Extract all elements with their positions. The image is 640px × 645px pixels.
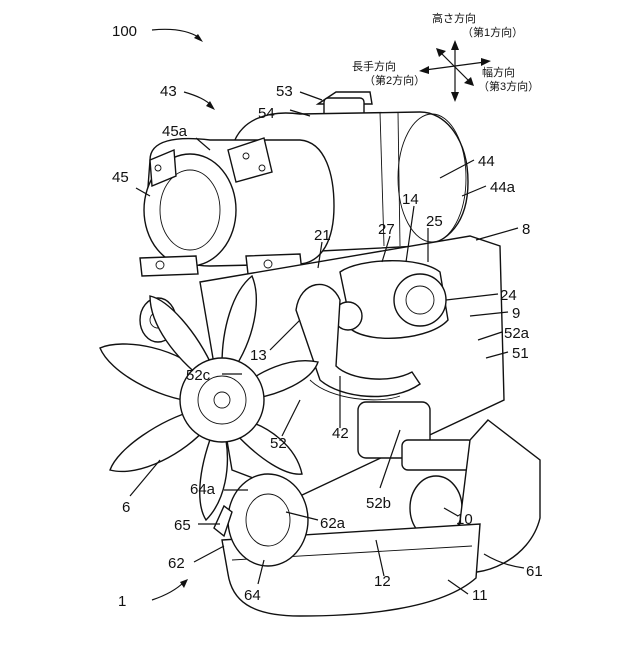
axis-vertical-label: 高さ方向 (432, 11, 476, 25)
ref-64a: 64a (190, 481, 216, 498)
axis-lateral-sub: （第3方向） (478, 79, 539, 93)
ref-25: 25 (426, 213, 443, 230)
ref-14: 14 (402, 191, 419, 208)
ref-27: 27 (378, 221, 395, 238)
ref-8: 8 (522, 221, 530, 238)
ref-1: 1 (118, 593, 126, 610)
axis-longitudinal-label: 長手方向 (352, 59, 396, 73)
ref-52b: 52b (366, 495, 391, 512)
ref-100: 100 (112, 23, 137, 40)
ref-44a: 44a (490, 179, 516, 196)
ref-53: 53 (276, 83, 293, 100)
up-arrow-icon (451, 40, 459, 50)
left-arrow-icon (419, 66, 429, 74)
ref-62a: 62a (320, 515, 346, 532)
ref-42: 42 (332, 425, 349, 442)
ref-64: 64 (244, 587, 261, 604)
ref-10: 10 (456, 511, 473, 528)
ref-54: 54 (258, 105, 275, 122)
down-arrow-icon (451, 92, 459, 102)
right-arrow-icon (481, 58, 491, 66)
diag-arrow-a-icon (436, 48, 446, 57)
axis-lateral-label: 幅方向 (482, 65, 515, 79)
ref-43: 43 (160, 83, 177, 100)
ref-52: 52 (270, 435, 287, 452)
ref-1-arrow-icon (180, 579, 188, 588)
diag-arrow-b-icon (464, 77, 474, 86)
ref-44: 44 (478, 153, 495, 170)
ref-45: 45 (112, 169, 129, 186)
ref-11: 11 (472, 587, 488, 604)
ref-24: 24 (500, 287, 517, 304)
axis-vertical-sub: （第1方向） (462, 25, 523, 39)
ref-45a: 45a (162, 123, 188, 140)
ref-62: 62 (168, 555, 185, 572)
ref-65: 65 (174, 517, 191, 534)
ref-51: 51 (512, 345, 529, 362)
axis-longitudinal-sub: （第2方向） (364, 73, 425, 87)
ref-52a: 52a (504, 325, 530, 342)
ref-13: 13 (250, 347, 267, 364)
ref-6: 6 (122, 499, 130, 516)
ref-21: 21 (314, 227, 331, 244)
ref-61: 61 (526, 563, 543, 580)
ref-52c: 52c (186, 367, 211, 384)
ref-12: 12 (374, 573, 391, 590)
ref-9: 9 (512, 305, 520, 322)
